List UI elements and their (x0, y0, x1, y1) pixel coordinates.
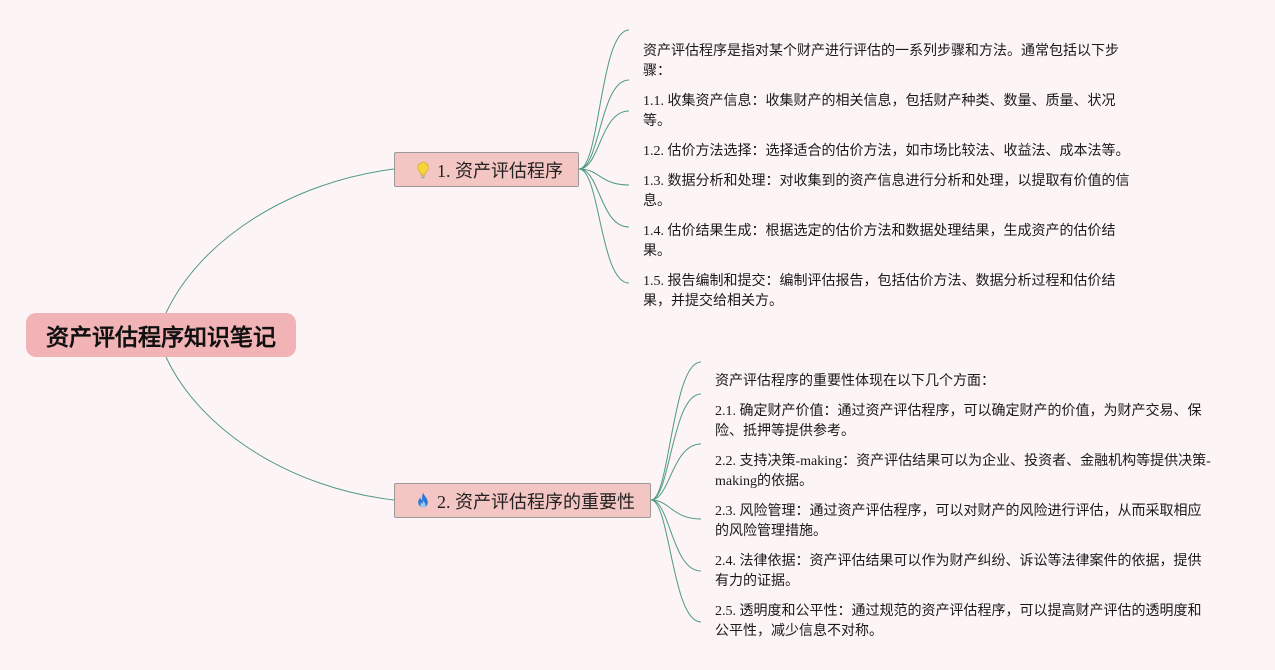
connector-b2-leaf-6 (650, 499, 702, 623)
branch-node-importance[interactable]: 2. 资产评估程序的重要性 (394, 483, 651, 518)
root-node[interactable]: 资产评估程序知识笔记 (26, 313, 296, 357)
leaf-procedure-step-3[interactable]: 1.3. 数据分析和处理：对收集到的资产信息进行分析和处理，以提取有价值的信息。 (643, 174, 1130, 209)
branch-node-procedure-label: 1. 资产评估程序 (437, 160, 563, 181)
connector-b1-leaf-5 (578, 168, 630, 228)
leaf-importance-point-4[interactable]: 2.4. 法律依据：资产评估结果可以作为财产纠纷、诉讼等法律案件的依据，提供有力… (715, 554, 1202, 589)
connector-b2-leaf-3 (650, 443, 702, 501)
branch-node-importance-label: 2. 资产评估程序的重要性 (437, 491, 635, 512)
leaf-importance-point-1[interactable]: 2.1. 确定财产价值：通过资产评估程序，可以确定财产的价值，为财产交易、保险、… (715, 404, 1202, 439)
connector-b1-leaf-2 (578, 79, 630, 170)
leaf-procedure-step-5[interactable]: 1.5. 报告编制和提交：编制评估报告，包括估价方法、数据分析过程和估价结果，并… (643, 274, 1116, 309)
connector-root-branch-1 (165, 168, 395, 314)
root-node-label: 资产评估程序知识笔记 (46, 325, 276, 351)
lightbulb-icon (413, 160, 433, 180)
leaf-importance-point-2[interactable]: 2.2. 支持决策-making：资产评估结果可以为企业、投资者、金融机构等提供… (715, 454, 1211, 489)
leaf-procedure-step-2[interactable]: 1.2. 估价方法选择：选择适合的估价方法，如市场比较法、收益法、成本法等。 (643, 144, 1130, 159)
leaf-importance-intro[interactable]: 资产评估程序的重要性体现在以下几个方面： (715, 374, 995, 389)
leaf-importance-point-5[interactable]: 2.5. 透明度和公平性：通过规范的资产评估程序，可以提高财产评估的透明度和公平… (715, 604, 1202, 639)
connector-root-branch-2 (165, 356, 395, 501)
connector-b1-leaf-6 (578, 168, 630, 284)
connector-b2-leaf-1 (650, 361, 702, 501)
leaf-procedure-step-1[interactable]: 1.1. 收集资产信息：收集财产的相关信息，包括财产种类、数量、质量、状况等。 (643, 94, 1116, 129)
leaf-importance-point-3[interactable]: 2.3. 风险管理：通过资产评估程序，可以对财产的风险进行评估，从而采取相应的风… (715, 504, 1202, 539)
fire-icon (413, 491, 433, 511)
connector-b1-leaf-4 (578, 168, 630, 186)
connector-b2-leaf-5 (650, 499, 702, 572)
leaf-procedure-intro[interactable]: 资产评估程序是指对某个财产进行评估的一系列步骤和方法。通常包括以下步骤： (643, 44, 1119, 79)
leaf-procedure-step-4[interactable]: 1.4. 估价结果生成：根据选定的估价方法和数据处理结果，生成资产的估价结果。 (643, 224, 1116, 259)
branch-node-procedure[interactable]: 1. 资产评估程序 (394, 152, 579, 187)
connector-b2-leaf-4 (650, 499, 702, 520)
connector-b2-leaf-2 (650, 393, 702, 501)
connector-b1-leaf-1 (578, 29, 630, 170)
connector-b1-leaf-3 (578, 110, 630, 170)
